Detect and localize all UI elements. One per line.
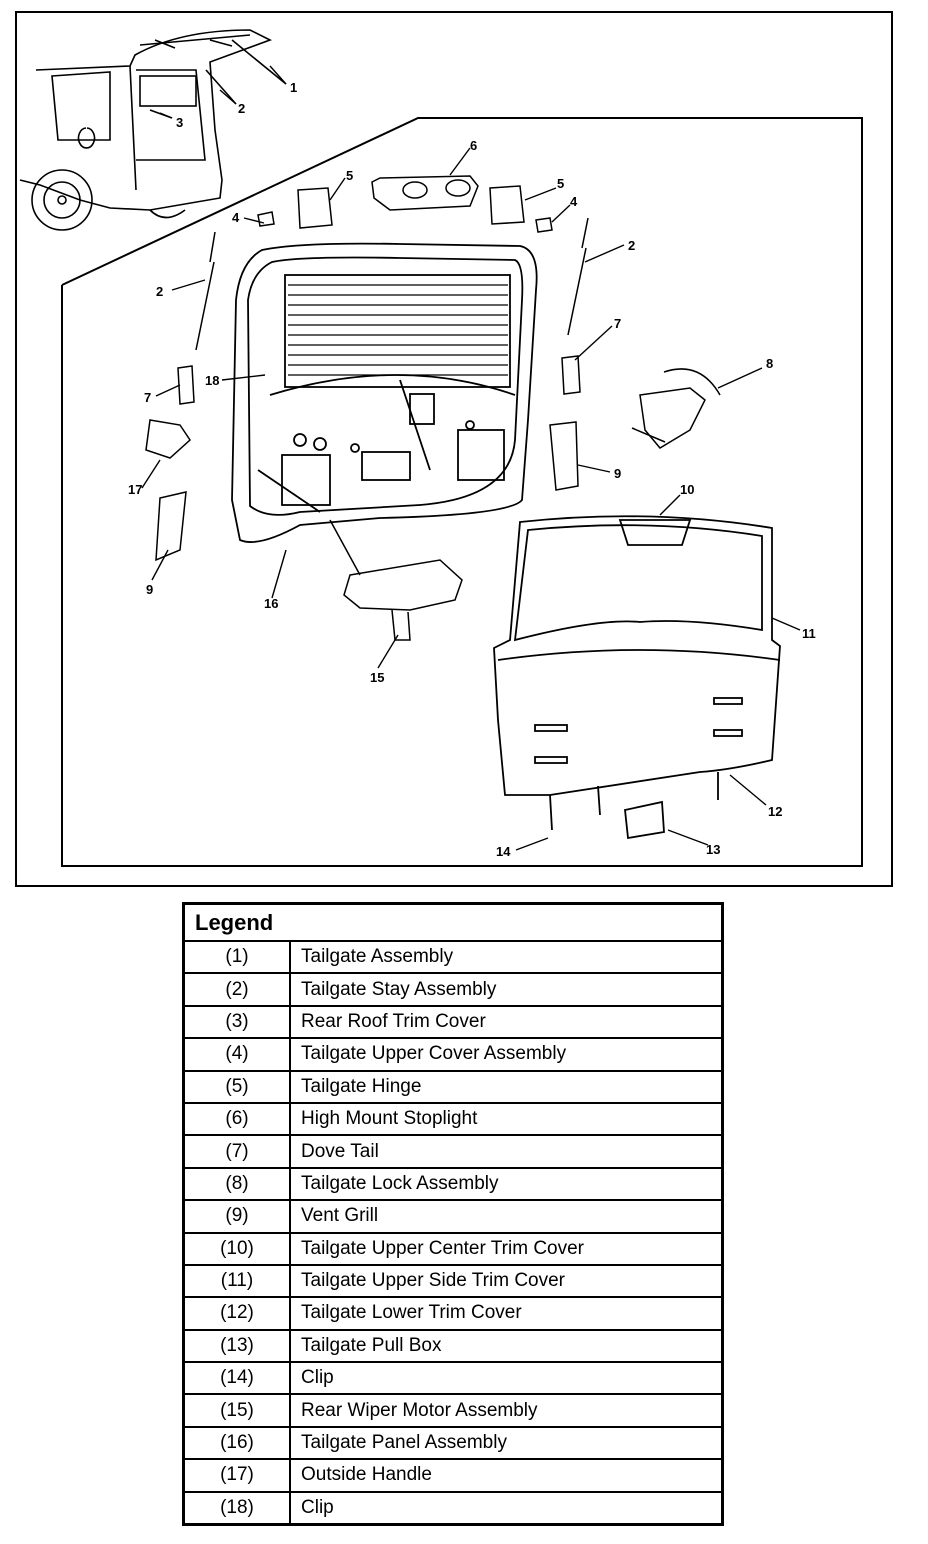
callout-1: 1 [290,80,297,95]
callout-18: 18 [205,373,219,388]
callout-3: 3 [176,115,183,130]
legend-description: Rear Wiper Motor Assembly [289,1393,724,1428]
callout-4: 4 [232,210,240,225]
legend-number: (5) [182,1069,291,1104]
legend-description: Tailgate Assembly [289,939,724,975]
legend-description: Tailgate Lock Assembly [289,1166,724,1202]
legend-row: (15)Rear Wiper Motor Assembly [182,1393,724,1428]
legend-title: Legend [182,902,724,942]
callout-2: 2 [238,101,245,116]
callout-2: 2 [156,284,163,299]
callout-2: 2 [628,238,635,253]
legend-description: Clip [289,1490,724,1526]
legend-description: Tailgate Upper Center Trim Cover [289,1231,724,1266]
legend-number: (4) [182,1037,291,1072]
legend-description: Tailgate Panel Assembly [289,1425,724,1461]
callout-5: 5 [557,176,564,191]
legend-number: (6) [182,1101,291,1137]
callout-14: 14 [496,844,511,859]
legend-row: (7)Dove Tail [182,1134,724,1169]
legend-number: (1) [182,939,291,975]
legend-row: (2)Tailgate Stay Assembly [182,972,724,1007]
legend-number: (11) [182,1263,291,1299]
tailgate-panel [231,242,538,543]
legend-number: (10) [182,1231,291,1266]
detail-frame [61,117,863,867]
legend-row: (18)Clip [182,1490,724,1526]
legend-description: Tailgate Lower Trim Cover [289,1296,724,1331]
callout-11: 11 [802,626,816,641]
vehicle-sketch [19,29,287,231]
legend-body: (1)Tailgate Assembly(2)Tailgate Stay Ass… [182,939,724,1526]
legend-number: (9) [182,1199,291,1234]
legend-row: (17)Outside Handle [182,1458,724,1493]
legend-row: (9)Vent Grill [182,1199,724,1234]
legend-number: (16) [182,1425,291,1461]
legend-description: Vent Grill [289,1199,724,1234]
legend-row: (12)Tailgate Lower Trim Cover [182,1296,724,1331]
legend-row: (16)Tailgate Panel Assembly [182,1425,724,1461]
legend-number: (18) [182,1490,291,1526]
callout-7: 7 [614,316,621,331]
callout-9: 9 [146,582,153,597]
legend-number: (2) [182,972,291,1007]
legend-row: (11)Tailgate Upper Side Trim Cover [182,1263,724,1299]
exploded-diagram: 1 2 3 6 5 5 4 4 2 2 7 8 18 7 9 17 10 11 … [15,11,893,887]
legend-description: Tailgate Pull Box [289,1328,724,1364]
legend-description: Dove Tail [289,1134,724,1169]
callout-13: 13 [706,842,720,857]
legend-row: (6)High Mount Stoplight [182,1101,724,1137]
legend-row: (1)Tailgate Assembly [182,939,724,975]
legend-number: (14) [182,1361,291,1396]
callout-17: 17 [128,482,142,497]
callout-4: 4 [570,194,578,209]
legend-table: Legend (1)Tailgate Assembly(2)Tailgate S… [182,902,724,1527]
legend-description: Tailgate Stay Assembly [289,972,724,1007]
callout-9: 9 [614,466,621,481]
legend-description: Clip [289,1361,724,1396]
legend-number: (12) [182,1296,291,1331]
callout-6: 6 [470,138,477,153]
trim-cover [493,515,781,840]
legend-row: (5)Tailgate Hinge [182,1069,724,1104]
legend-number: (17) [182,1458,291,1493]
callout-labels: 1 2 3 6 5 5 4 4 2 2 7 8 18 7 9 17 10 11 … [128,80,816,859]
legend-number: (15) [182,1393,291,1428]
legend-number: (13) [182,1328,291,1364]
legend-number: (7) [182,1134,291,1169]
legend-description: High Mount Stoplight [289,1101,724,1137]
leader-lines [141,65,801,851]
legend-description: Tailgate Upper Side Trim Cover [289,1263,724,1299]
legend-description: Outside Handle [289,1458,724,1493]
legend-row: (13)Tailgate Pull Box [182,1328,724,1364]
small-parts [145,175,721,641]
legend-row: (10)Tailgate Upper Center Trim Cover [182,1231,724,1266]
callout-10: 10 [680,482,694,497]
callout-15: 15 [370,670,384,685]
legend-row: (14)Clip [182,1361,724,1396]
legend-row: (4)Tailgate Upper Cover Assembly [182,1037,724,1072]
legend-description: Tailgate Hinge [289,1069,724,1104]
legend-number: (8) [182,1166,291,1202]
diagram-frame [15,11,893,887]
callout-16: 16 [264,596,278,611]
legend-description: Rear Roof Trim Cover [289,1004,724,1040]
legend-description: Tailgate Upper Cover Assembly [289,1037,724,1072]
callout-7: 7 [144,390,151,405]
legend-row: (8)Tailgate Lock Assembly [182,1166,724,1202]
legend-number: (3) [182,1004,291,1040]
callout-8: 8 [766,356,773,371]
callout-12: 12 [768,804,782,819]
callout-5: 5 [346,168,353,183]
legend-row: (3)Rear Roof Trim Cover [182,1004,724,1040]
